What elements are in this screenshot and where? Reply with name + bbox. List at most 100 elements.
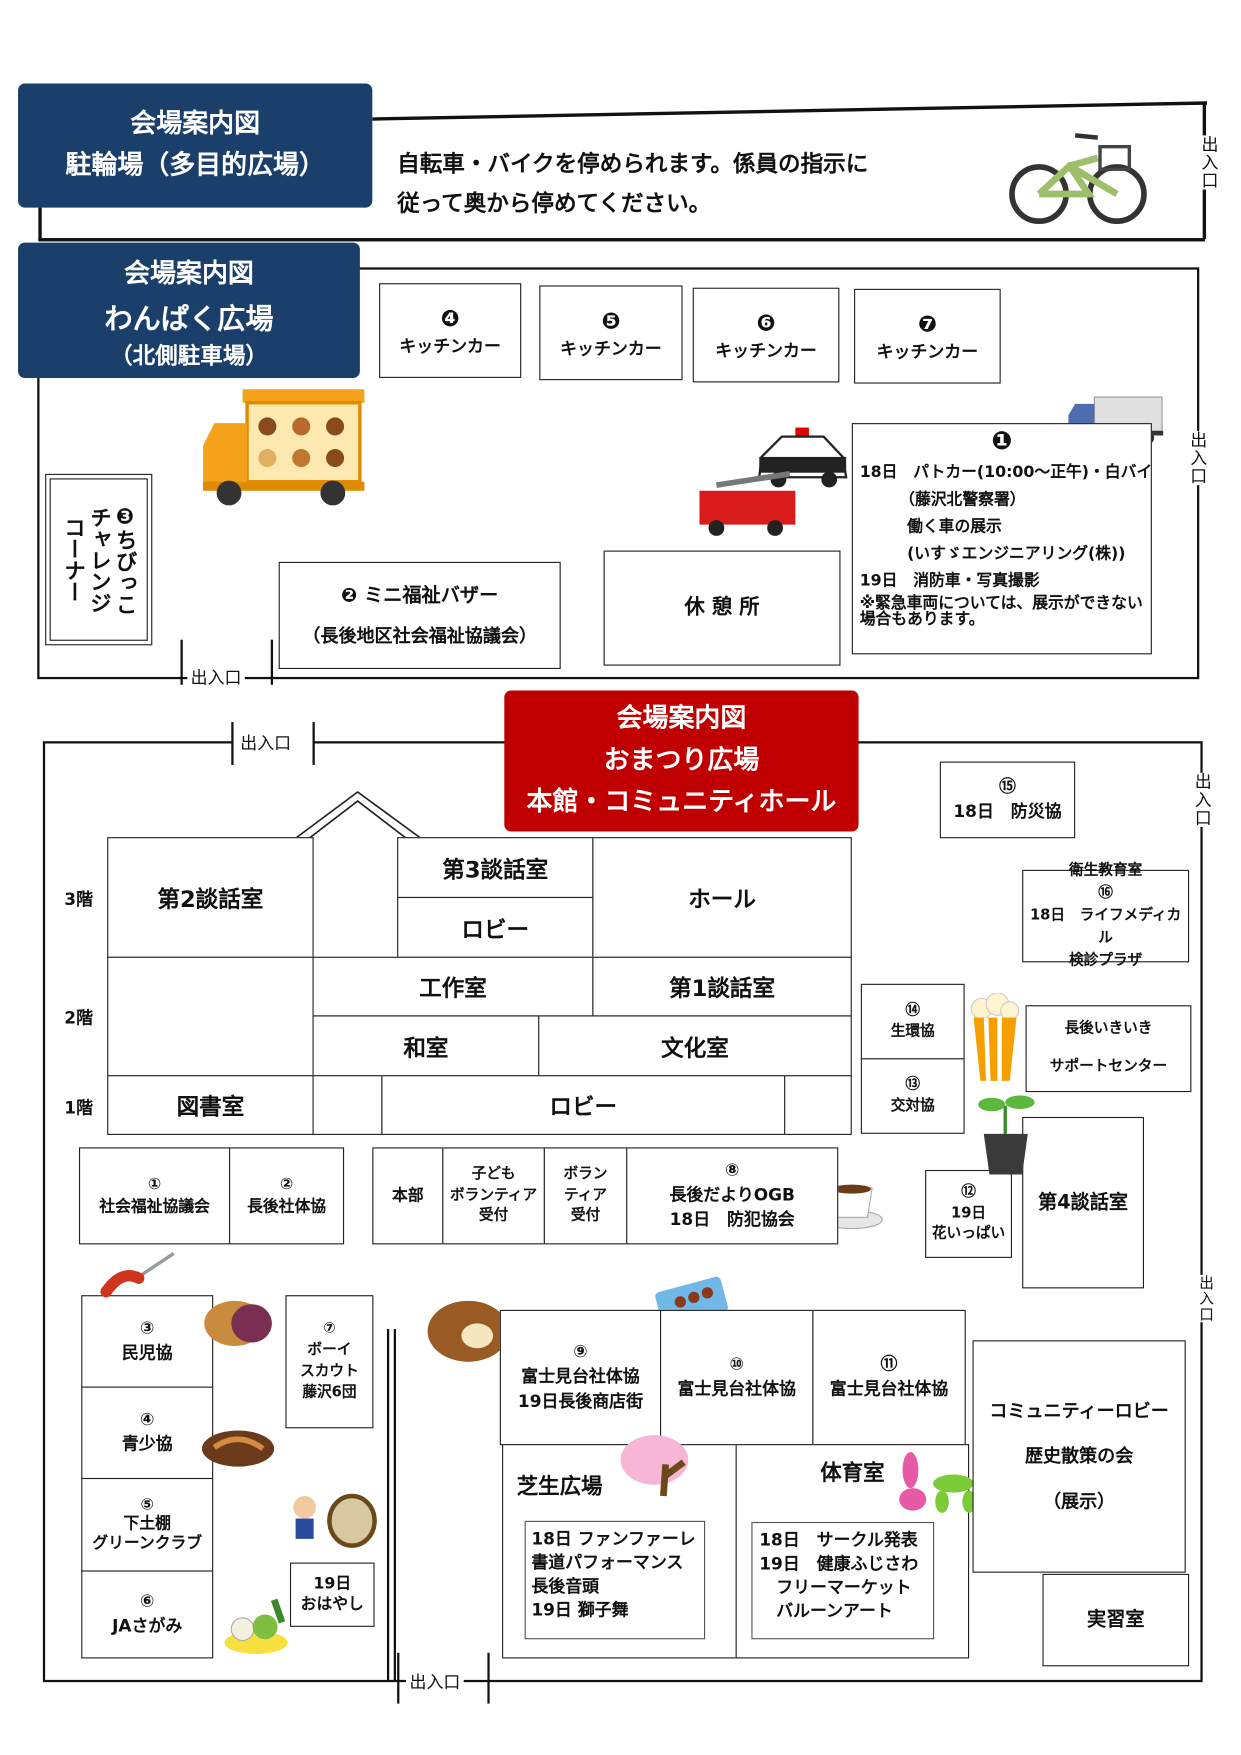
kitchen-car-6: ❻ キッチンカー — [692, 287, 840, 383]
booth-11: ⑪ 富士見台社体協 — [812, 1309, 966, 1446]
food-truck-icon — [203, 389, 365, 506]
yakisoba-icon — [201, 1430, 275, 1467]
booth-number: ❺ — [601, 306, 621, 334]
children-volunteer-reception: 子ども ボランティア 受付 — [442, 1147, 545, 1245]
booth-14: ⑭ 生環協 — [860, 983, 965, 1060]
building-roof — [295, 790, 422, 839]
gym-title: 体育室 — [820, 1461, 885, 1486]
wanpaku-entrance-bottom: 出入口 — [187, 665, 245, 690]
headquarters: 本部 — [372, 1147, 444, 1245]
room-blank — [312, 1075, 383, 1135]
omatsuri-entrance-right-2: 出入口 — [1193, 1274, 1216, 1323]
bread-icon — [427, 1300, 509, 1362]
entrance-post — [180, 639, 183, 685]
banner-line: 会場案内図 — [124, 258, 254, 289]
vehicle-exhibit-note: ※緊急車両については、展示ができない場合もあります。 — [859, 594, 1143, 629]
booth-16: 衛生教育室 ⑯ 18日 ライフメディカル 検診プラザ — [1022, 862, 1190, 969]
room-blank — [784, 1075, 852, 1135]
entrance-post — [270, 639, 273, 685]
coffee-cup-icon — [820, 1184, 883, 1230]
booth-label: キッチンカー — [876, 341, 979, 362]
booth-number: ❻ — [756, 308, 776, 336]
manju-icon — [204, 1300, 272, 1346]
omatsuri-banner: 会場案内図 おまつり広場 本館・コミュニティホール — [504, 690, 859, 832]
vegetables-icon — [224, 1598, 288, 1654]
booth-7: ⑦ ボーイ スカウト 藤沢6団 — [285, 1295, 374, 1429]
potted-plant-icon — [978, 1095, 1035, 1175]
festival-drum-icon — [293, 1493, 377, 1548]
booth-4: ④ 青少協 — [81, 1386, 214, 1480]
path-line — [386, 1329, 389, 1682]
booth-label: キッチンカー — [715, 340, 817, 361]
lawn-square-title: 芝生広場 — [516, 1474, 603, 1500]
cherry-tree-icon — [620, 1435, 689, 1497]
booth-13: ⑬ 交対協 — [860, 1058, 965, 1134]
popcorn-icon — [970, 992, 1020, 1081]
booth-number: ❼ — [917, 309, 937, 337]
booth-label: キッチンカー — [399, 335, 501, 357]
kitchen-car-7: ❼ キッチンカー — [854, 288, 1001, 384]
volunteer-reception: ボラン ティア 受付 — [543, 1147, 628, 1245]
ikiiki-support-center: 長後いきいき サポートセンター — [1025, 1005, 1192, 1093]
entrance-post — [487, 1652, 490, 1704]
booth-number: ❹ — [440, 304, 460, 332]
room-tosho: 図書室 — [107, 1075, 314, 1135]
room-kosaku: 工作室 — [312, 956, 594, 1017]
booth-9: ⑨ 富士見台社体協 19日長後商店街 — [499, 1309, 662, 1446]
vehicle-exhibit-schedule: 18日 パトカー(10:00～正午)・白バイ （藤沢北警察署） 働く車の展示 (… — [859, 463, 1153, 591]
parking-border-top — [372, 101, 1208, 121]
room-hall: ホール — [592, 837, 852, 958]
booth-8: ⑧ 長後だよりOGB 18日 防犯協会 — [626, 1147, 839, 1245]
booth-12: ⑫ 19日 花いっぱい — [925, 1169, 1012, 1258]
welfare-bazaar-booth: ❷ ミニ福祉バザー （長後地区社会福祉協議会） — [278, 561, 561, 670]
booth-5: ⑤ 下土棚 グリーンクラブ — [81, 1477, 214, 1572]
floor-label: 3階 — [64, 889, 94, 910]
room-danwa-1: 第1談話室 — [592, 956, 852, 1017]
room-danwa-2: 第2談話室 — [107, 837, 314, 958]
parking-banner: 会場案内図 駐輪場（多目的広場） — [18, 83, 373, 208]
floor-label: 1階 — [64, 1097, 94, 1119]
room-jisshu: 実習室 — [1042, 1573, 1190, 1667]
parking-border-bottom — [38, 238, 1205, 241]
community-lobby: コミュニティーロビー 歴史散策の会 （展示） — [972, 1340, 1186, 1573]
room-lobby-3f: ロビー — [397, 896, 594, 958]
booth-1: ① 社会福祉協議会 — [78, 1147, 231, 1245]
challenge-corner-label: ❸ちびっこ チャレンジ コーナー — [61, 504, 138, 615]
room-lobby-1f: ロビー — [381, 1075, 786, 1135]
lawn-square-events: 18日 ファンファーレ 書道パフォーマンス 長後音頭 19日 獅子舞 — [524, 1520, 706, 1640]
challenge-corner-booth: ❸ちびっこ チャレンジ コーナー — [45, 473, 153, 646]
parking-note: 自転車・バイクを停められます。係員の指示に 従って奥から停めてください。 — [397, 150, 869, 217]
ohayashi-booth: 19日 おはやし — [289, 1562, 375, 1627]
booth-15: ⑮ 18日 防災協 — [939, 761, 1076, 839]
room-danwa-4: 第4談話室 — [1022, 1116, 1144, 1289]
path-line — [393, 1329, 396, 1682]
booth-10: ⑩ 富士見台社体協 — [659, 1309, 814, 1446]
omatsuri-entrance-top: 出入口 — [236, 731, 295, 755]
bazaar-org: （長後地区社会福祉協議会） — [302, 625, 538, 647]
sausage-fork-icon — [100, 1252, 175, 1298]
parking-border-left — [38, 207, 42, 241]
bazaar-title: ❷ ミニ福祉バザー — [341, 583, 499, 607]
banner-line: （北側駐車場） — [109, 341, 268, 369]
bicycle-icon — [1009, 133, 1147, 224]
booth-2: ② 長後社体協 — [229, 1147, 345, 1245]
gym-events: 18日 サークル発表 19日 健康ふじさわ フリーマーケット バルーンアート — [751, 1521, 935, 1640]
booth-3: ③ 民児協 — [81, 1295, 214, 1388]
entrance-post — [231, 722, 233, 765]
floor-label: 2階 — [64, 1007, 94, 1028]
omatsuri-entrance-right-1: 出入口 — [1191, 772, 1216, 827]
kitchen-car-5: ❺ キッチンカー — [539, 285, 683, 381]
parking-entrance-label: 出入口 — [1198, 135, 1222, 190]
lawn-square: 芝生広場 18日 ファンファーレ 書道パフォーマンス 長後音頭 19日 獅子舞 — [502, 1444, 737, 1659]
room-blank — [107, 956, 314, 1077]
booth-number: ❶ — [991, 427, 1013, 456]
booth-label: キッチンカー — [560, 338, 662, 359]
entrance-post — [312, 722, 315, 765]
booth-6: ⑥ JAさがみ — [81, 1570, 214, 1659]
omatsuri-entrance-bottom: 出入口 — [406, 1669, 464, 1694]
entrance-post — [397, 1652, 399, 1704]
police-car-and-fire-truck-icon — [699, 427, 848, 536]
vehicle-exhibit-booth: ❶ 18日 パトカー(10:00～正午)・白バイ （藤沢北警察署） 働く車の展示… — [851, 423, 1153, 655]
balloon-art-icon — [899, 1451, 976, 1513]
